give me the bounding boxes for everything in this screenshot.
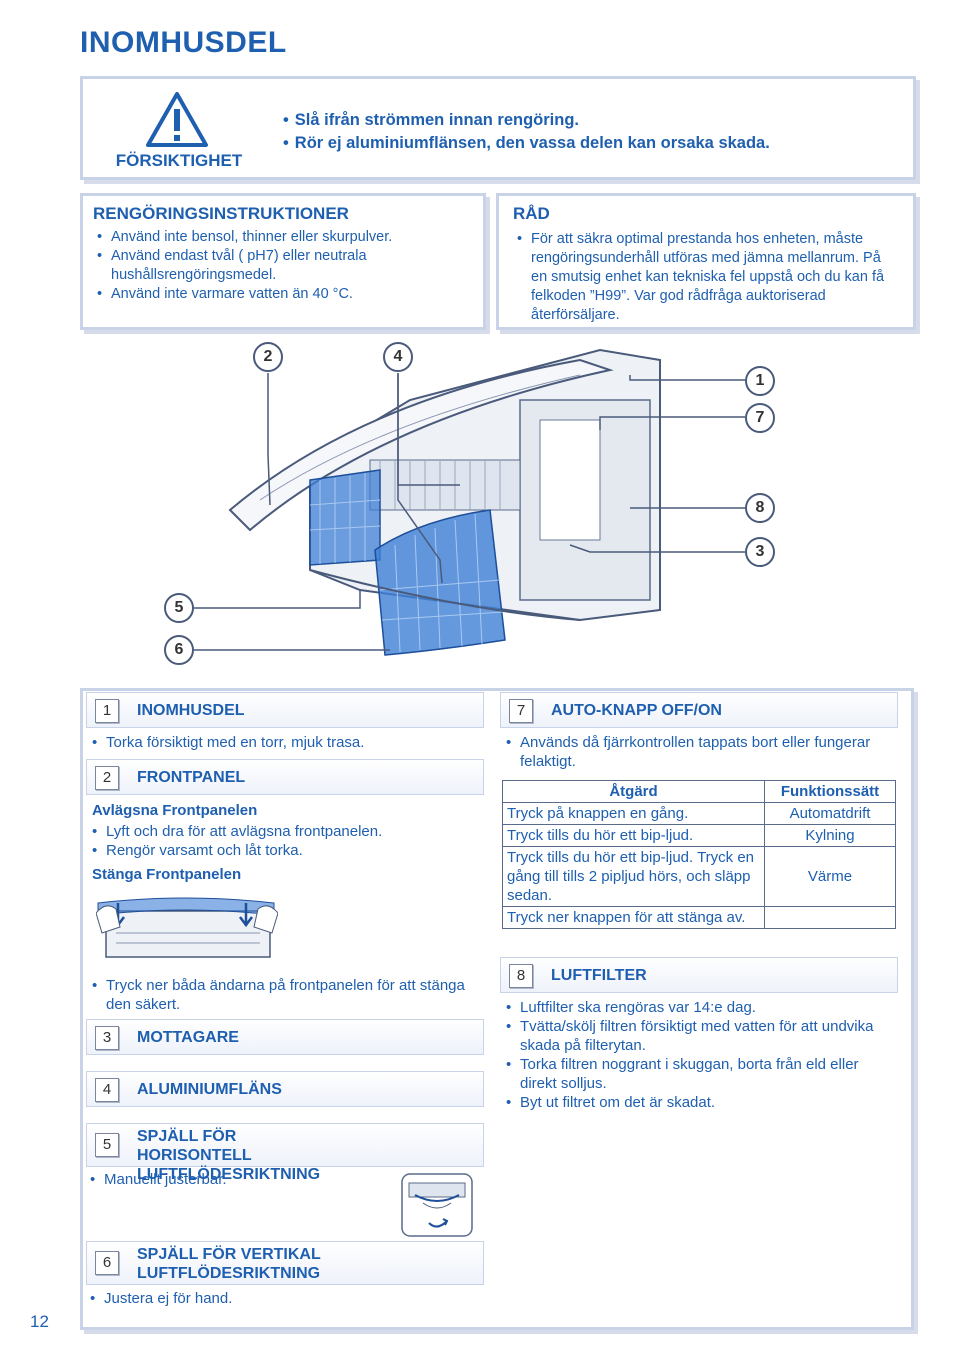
section-8-list: Luftfilter ska rengöras var 14:e dag. Tv… bbox=[502, 998, 892, 1112]
section-number: 6 bbox=[95, 1251, 119, 1275]
table-cell: Tryck tills du hör ett bip-ljud. Tryck e… bbox=[502, 846, 765, 907]
table-row: Tryck ner knappen för att stänga av. bbox=[502, 906, 896, 929]
table-cell: Automatdrift bbox=[764, 802, 896, 825]
section-8-item: Luftfilter ska rengöras var 14:e dag. bbox=[502, 998, 892, 1017]
indoor-unit-diagram: 2 4 1 7 8 3 5 6 bbox=[160, 340, 800, 670]
caution-item: Rör ej aluminiumflänsen, den vassa delen… bbox=[283, 132, 770, 155]
table-header-row: Åtgärd Funktionssätt bbox=[502, 780, 896, 803]
remove-panel-item: Rengör varsamt och låt torka. bbox=[88, 841, 478, 860]
section-1-list: Torka försiktigt med en torr, mjuk trasa… bbox=[88, 733, 478, 752]
section-5-item: Manuellt justerbar. bbox=[86, 1170, 366, 1189]
section-title: INOMHUSDEL bbox=[137, 702, 245, 719]
section-8-header: 8 LUFTFILTER bbox=[500, 957, 898, 993]
advice-box: RÅD För att säkra optimal prestanda hos … bbox=[496, 193, 916, 330]
table-row: Tryck på knappen en gång. Automatdrift bbox=[502, 802, 896, 825]
section-title: AUTO-KNAPP OFF/ON bbox=[551, 702, 722, 719]
advice-list: För att säkra optimal prestanda hos enhe… bbox=[513, 230, 899, 325]
table-cell: Värme bbox=[764, 846, 896, 907]
close-panel-list: Tryck ner båda ändarna på frontpanelen f… bbox=[88, 976, 478, 1014]
callout-5: 5 bbox=[164, 593, 194, 623]
page-number: 12 bbox=[30, 1312, 49, 1331]
section-7-header: 7 AUTO-KNAPP OFF/ON bbox=[500, 692, 898, 728]
cleaning-list: Använd inte bensol, thinner eller skurpu… bbox=[93, 228, 473, 304]
section-6-header: 6 SPJÄLL FÖR VERTIKAL LUFTFLÖDESRIKTNING bbox=[86, 1241, 484, 1285]
section-1-header: 1 INOMHUSDEL bbox=[86, 692, 484, 728]
section-3-header: 3 MOTTAGARE bbox=[86, 1019, 484, 1055]
caution-item: Slå ifrån strömmen innan rengöring. bbox=[283, 109, 770, 132]
callout-8: 8 bbox=[745, 493, 775, 523]
section-number: 2 bbox=[95, 766, 119, 790]
auto-button-modes-table: Åtgärd Funktionssätt Tryck på knappen en… bbox=[502, 780, 896, 929]
section-7-list: Används då fjärrkontrollen tappats bort … bbox=[502, 733, 896, 771]
callout-4: 4 bbox=[383, 342, 413, 372]
section-number: 3 bbox=[95, 1026, 119, 1050]
page-title: INOMHUSDEL bbox=[80, 26, 287, 59]
table-cell: Kylning bbox=[764, 824, 896, 847]
caution-label: FÖRSIKTIGHET bbox=[115, 151, 243, 170]
section-number: 7 bbox=[509, 699, 533, 723]
section-5-header: 5 SPJÄLL FÖR HORISONTELL LUFTFLÖDESRIKTN… bbox=[86, 1123, 484, 1183]
section-7-item: Används då fjärrkontrollen tappats bort … bbox=[502, 733, 896, 771]
table-row: Tryck tills du hör ett bip-ljud. Kylning bbox=[502, 824, 896, 847]
callout-7: 7 bbox=[745, 403, 775, 433]
table-cell bbox=[764, 906, 896, 929]
callout-2: 2 bbox=[253, 342, 283, 372]
close-panel-title: Stänga Frontpanelen bbox=[92, 866, 242, 883]
table-cell: Tryck tills du hör ett bip-ljud. bbox=[502, 824, 765, 847]
caution-box: FÖRSIKTIGHET Slå ifrån strömmen innan re… bbox=[80, 76, 916, 180]
section-title: FRONTPANEL bbox=[137, 769, 246, 786]
caution-list: Slå ifrån strömmen innan rengöring. Rör … bbox=[283, 109, 770, 155]
remove-panel-title: Avlägsna Frontpanelen bbox=[92, 802, 258, 819]
close-panel-item: Tryck ner båda ändarna på frontpanelen f… bbox=[88, 976, 478, 1014]
remove-panel-item: Lyft och dra för att avlägsna frontpanel… bbox=[88, 822, 478, 841]
section-5-list: Manuellt justerbar. bbox=[86, 1170, 366, 1189]
section-number: 1 bbox=[95, 699, 119, 723]
callout-3: 3 bbox=[745, 537, 775, 567]
table-header: Funktionssätt bbox=[764, 780, 896, 803]
callout-1: 1 bbox=[745, 366, 775, 396]
section-number: 4 bbox=[95, 1078, 119, 1102]
section-4-header: 4 ALUMINIUMFLÄNS bbox=[86, 1071, 484, 1107]
cleaning-item: Använd endast tvål ( pH7) eller neutrala… bbox=[93, 247, 473, 285]
section-1-item: Torka försiktigt med en torr, mjuk trasa… bbox=[88, 733, 478, 752]
section-number: 5 bbox=[95, 1133, 119, 1157]
remove-panel-list: Lyft och dra för att avlägsna frontpanel… bbox=[88, 822, 478, 860]
cleaning-instructions-box: RENGÖRINGSINSTRUKTIONER Använd inte bens… bbox=[80, 193, 486, 330]
table-row: Tryck tills du hör ett bip-ljud. Tryck e… bbox=[502, 846, 896, 907]
table-cell: Tryck på knappen en gång. bbox=[502, 802, 765, 825]
section-8-item: Byt ut filtret om det är skadat. bbox=[502, 1093, 892, 1112]
section-title: SPJÄLL FÖR VERTIKAL LUFTFLÖDESRIKTNING bbox=[137, 1246, 321, 1282]
section-6-list: Justera ej för hand. bbox=[86, 1289, 476, 1308]
cleaning-title: RENGÖRINGSINSTRUKTIONER bbox=[93, 204, 349, 223]
callout-6: 6 bbox=[164, 635, 194, 665]
section-title: ALUMINIUMFLÄNS bbox=[137, 1081, 282, 1098]
close-panel-illustration bbox=[96, 897, 278, 958]
section-8-item: Tvätta/skölj filtren försiktigt med vatt… bbox=[502, 1017, 892, 1055]
cleaning-item: Använd inte bensol, thinner eller skurpu… bbox=[93, 228, 473, 247]
section-6-item: Justera ej för hand. bbox=[86, 1289, 476, 1308]
indoor-unit-illustration bbox=[194, 348, 745, 656]
louver-adjust-illustration bbox=[401, 1173, 473, 1237]
section-title: MOTTAGARE bbox=[137, 1029, 239, 1046]
section-title: LUFTFILTER bbox=[551, 967, 647, 984]
advice-item: För att säkra optimal prestanda hos enhe… bbox=[513, 230, 899, 325]
section-number: 8 bbox=[509, 964, 533, 988]
section-8-item: Torka filtren noggrant i skuggan, borta … bbox=[502, 1055, 892, 1093]
table-cell: Tryck ner knappen för att stänga av. bbox=[502, 906, 765, 929]
cleaning-item: Använd inte varmare vatten än 40 °C. bbox=[93, 285, 473, 304]
advice-title: RÅD bbox=[513, 204, 550, 223]
warning-icon bbox=[146, 92, 208, 147]
table-header: Åtgärd bbox=[502, 780, 765, 803]
section-2-header: 2 FRONTPANEL bbox=[86, 759, 484, 795]
